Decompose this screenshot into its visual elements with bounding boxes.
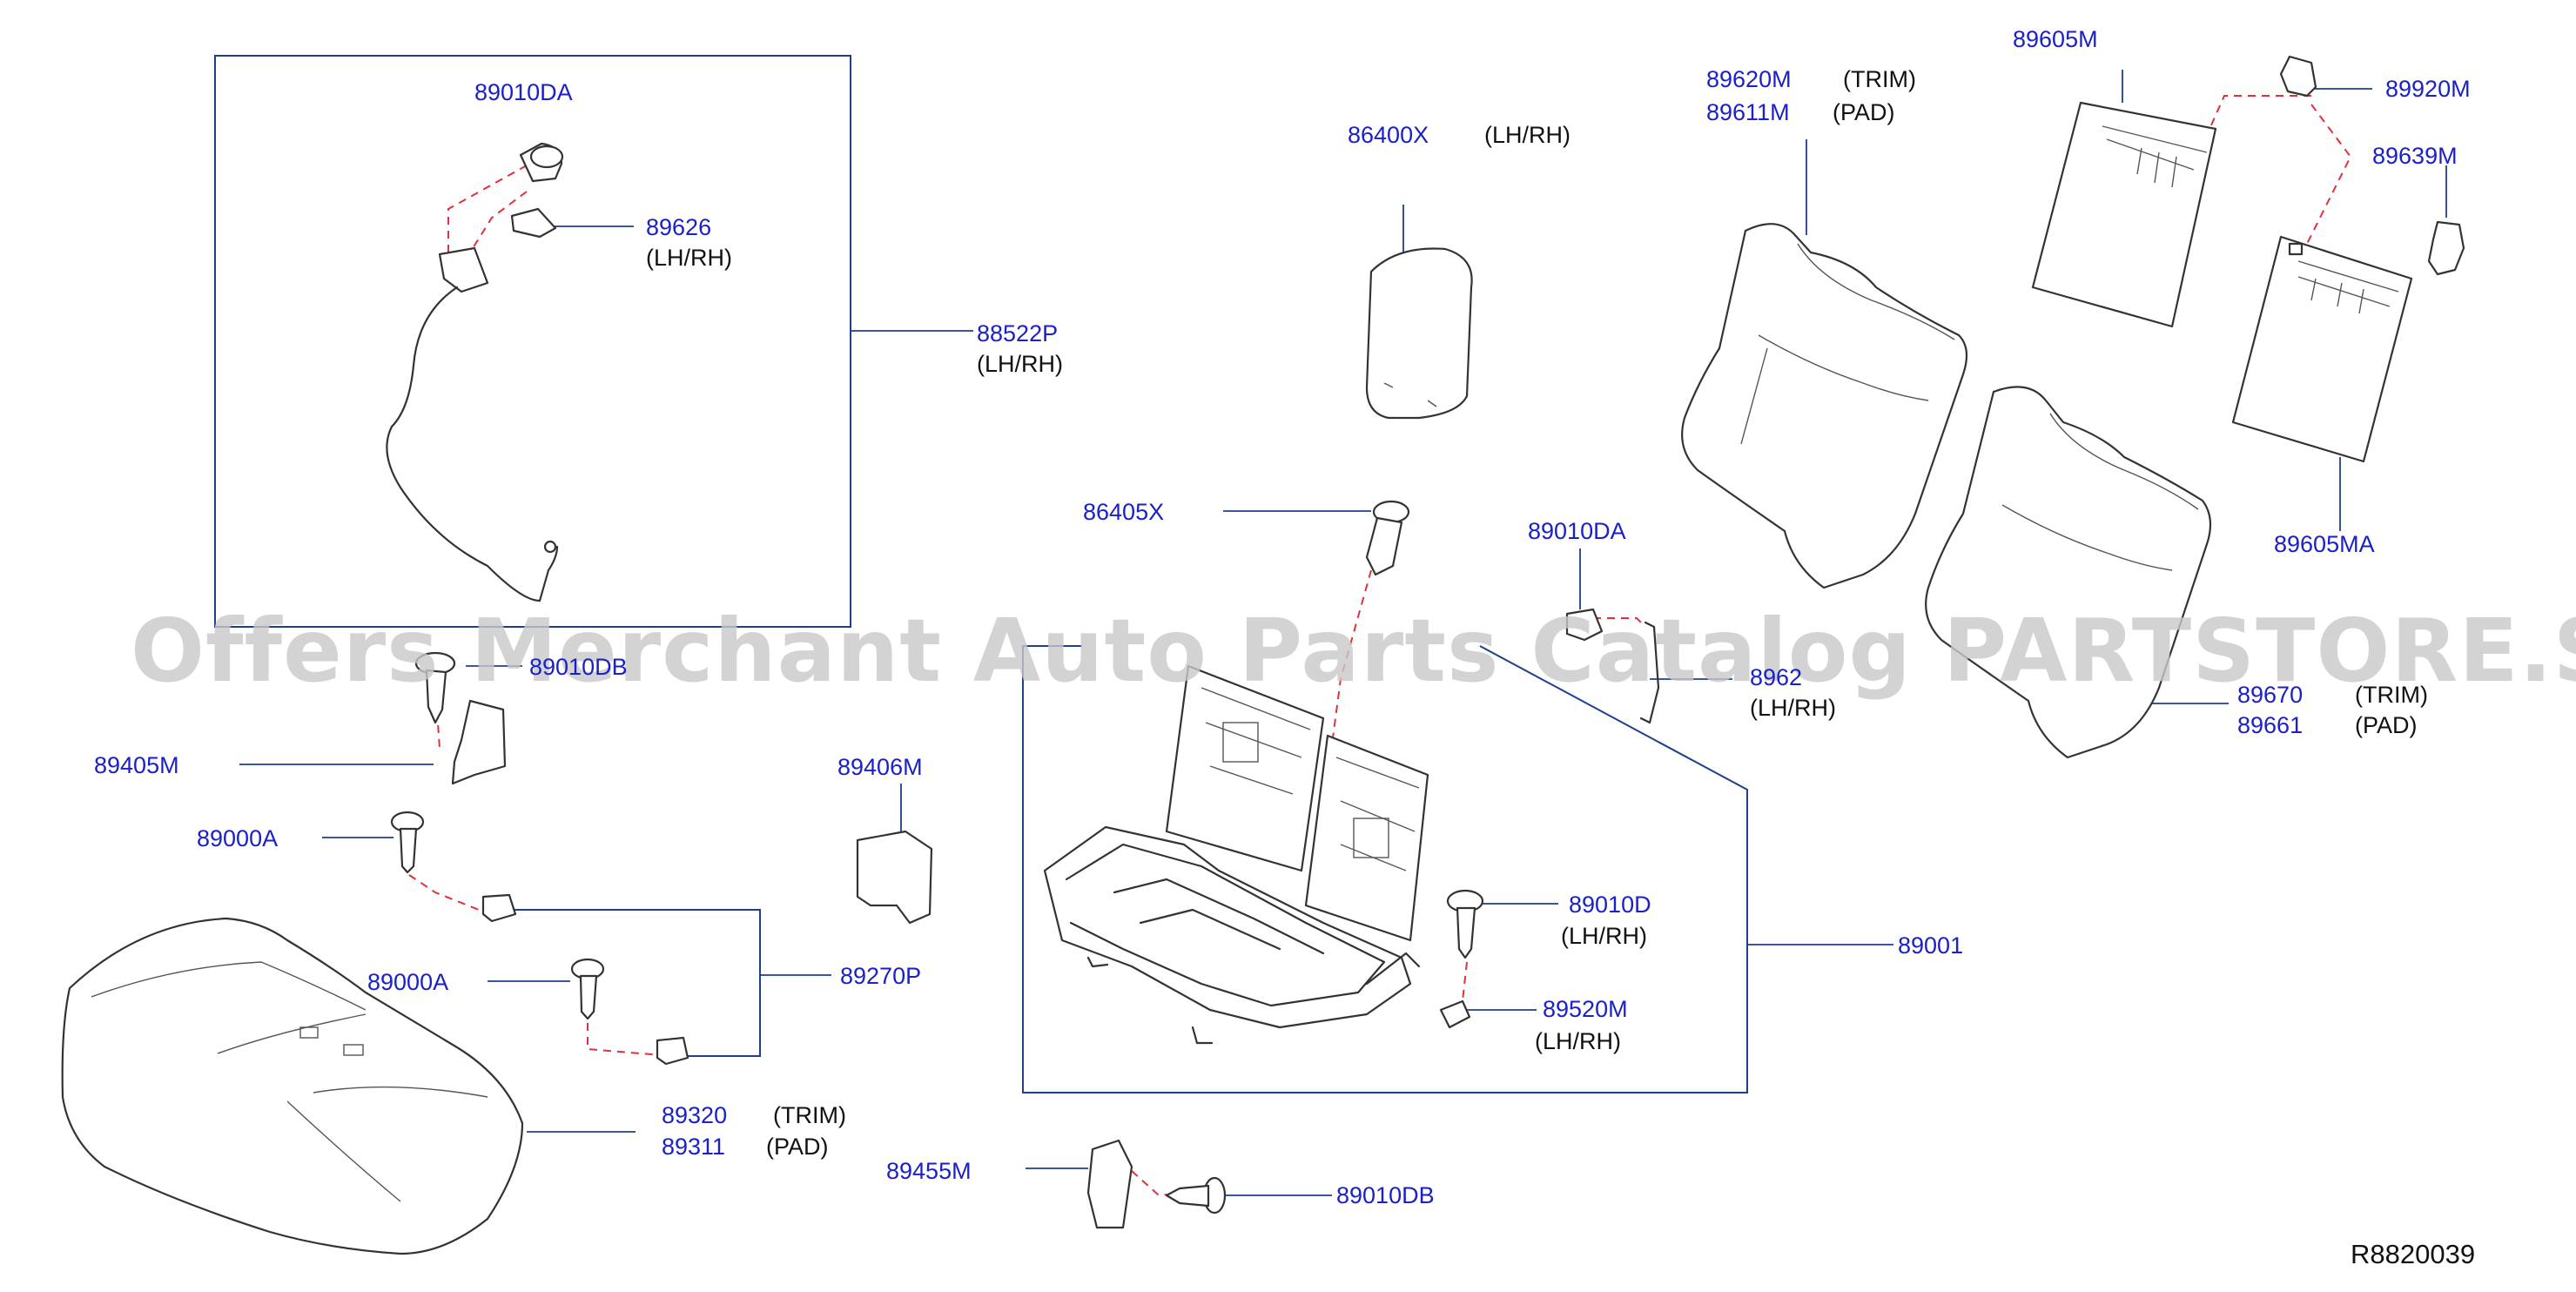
note-lhrh-89626: (LH/RH) bbox=[646, 245, 732, 271]
part-label-89611M[interactable]: 89611M bbox=[1706, 99, 1790, 125]
seatback-lh-drawing bbox=[1681, 223, 1968, 589]
note-pad-89311: (PAD) bbox=[766, 1134, 829, 1160]
bracket-89270P bbox=[503, 909, 761, 1057]
backboards-drawing bbox=[2031, 55, 2465, 463]
part-label-89455M[interactable]: 89455M bbox=[886, 1158, 972, 1184]
note-lhrh-89520M: (LH/RH) bbox=[1535, 1028, 1621, 1054]
group-box-cable bbox=[214, 55, 851, 628]
seat-frame-drawing bbox=[1043, 664, 1429, 1045]
seat-cushion-drawing bbox=[61, 917, 524, 1255]
note-lhrh-88522P: (LH/RH) bbox=[977, 351, 1063, 377]
leader-lines bbox=[239, 70, 2447, 1196]
watermark: Offers Merchant Auto Parts Catalog PARTS… bbox=[131, 600, 2576, 702]
part-label-89920M[interactable]: 89920M bbox=[2385, 76, 2471, 102]
part-label-89001[interactable]: 89001 bbox=[1898, 932, 1964, 959]
note-trim-89620M: (TRIM) bbox=[1843, 66, 1916, 92]
part-label-89320[interactable]: 89320 bbox=[662, 1102, 728, 1128]
note-pad-89611M: (PAD) bbox=[1833, 99, 1895, 125]
part-label-89621[interactable]: 8962 bbox=[1750, 664, 1803, 690]
part-label-89661[interactable]: 89661 bbox=[2237, 712, 2304, 738]
note-trim-89320: (TRIM) bbox=[773, 1102, 846, 1128]
part-label-89010DA-mid[interactable]: 89010DA bbox=[1528, 518, 1626, 544]
part-label-89010DB-bottom[interactable]: 89010DB bbox=[1336, 1182, 1435, 1208]
part-label-89270P[interactable]: 89270P bbox=[840, 963, 922, 989]
part-label-89000A-2[interactable]: 89000A bbox=[367, 969, 449, 995]
part-label-88522P[interactable]: 88522P bbox=[977, 320, 1059, 347]
part-label-89520M[interactable]: 89520M bbox=[1543, 996, 1628, 1022]
part-label-86400X[interactable]: 86400X bbox=[1348, 122, 1429, 148]
part-label-89000A-1[interactable]: 89000A bbox=[197, 825, 279, 851]
part-label-89639M[interactable]: 89639M bbox=[2372, 143, 2458, 169]
headrest-drawing bbox=[1365, 247, 1473, 420]
part-label-89010DA-top[interactable]: 89010DA bbox=[474, 79, 573, 105]
note-lhrh-89621: (LH/RH) bbox=[1750, 695, 1836, 721]
part-label-89311[interactable]: 89311 bbox=[662, 1134, 726, 1160]
seatback-rh-drawing bbox=[1925, 386, 2212, 759]
hardware-drawing bbox=[390, 500, 1660, 1229]
part-label-89010D[interactable]: 89010D bbox=[1569, 892, 1651, 918]
group-box-frame bbox=[1022, 645, 1748, 1093]
part-label-89620M[interactable]: 89620M bbox=[1706, 66, 1792, 92]
part-label-89626[interactable]: 89626 bbox=[646, 214, 712, 240]
note-lhrh-86400X: (LH/RH) bbox=[1484, 122, 1570, 148]
diagram-code: R8820039 bbox=[2351, 1239, 2476, 1269]
note-lhrh-89010D: (LH/RH) bbox=[1561, 923, 1647, 949]
part-label-86405X[interactable]: 86405X bbox=[1083, 499, 1165, 525]
cable-assembly-drawing bbox=[386, 142, 564, 602]
note-pad-89661: (PAD) bbox=[2355, 712, 2418, 738]
part-label-89010DB-top[interactable]: 89010DB bbox=[529, 654, 628, 680]
part-label-89605MA[interactable]: 89605MA bbox=[2274, 531, 2375, 557]
note-trim-89670: (TRIM) bbox=[2355, 682, 2428, 708]
part-label-89406M[interactable]: 89406M bbox=[837, 754, 923, 780]
part-label-89405M[interactable]: 89405M bbox=[94, 752, 179, 778]
part-label-89605M[interactable]: 89605M bbox=[2013, 26, 2098, 52]
part-label-89670[interactable]: 89670 bbox=[2237, 682, 2304, 708]
